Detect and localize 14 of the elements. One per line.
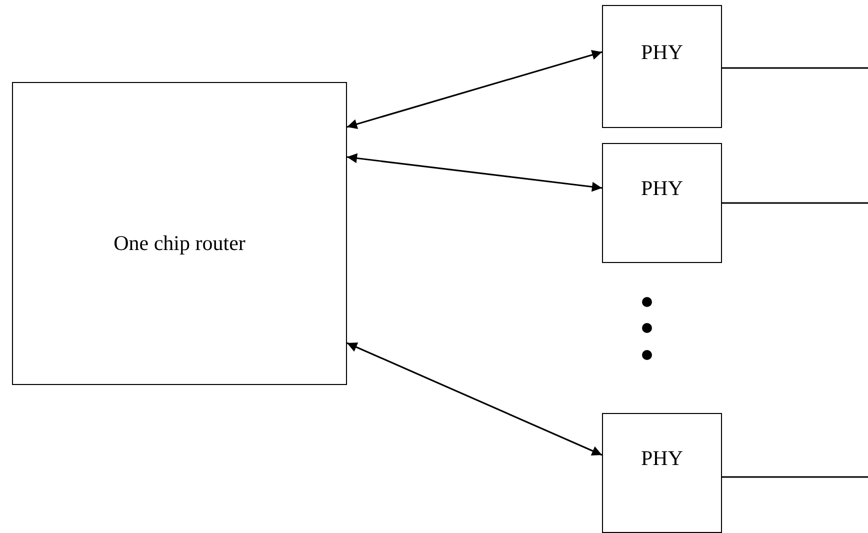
- node-label: PHY: [640, 40, 683, 64]
- double-arrow: [346, 153, 602, 192]
- phy-box: [602, 413, 722, 533]
- phy-box: [602, 5, 722, 128]
- node-label: PHY: [640, 176, 683, 200]
- router-box: [12, 82, 347, 385]
- node-label: One chip router: [114, 231, 246, 255]
- double-arrow: [346, 50, 602, 129]
- phy-box: [602, 143, 722, 263]
- line: [722, 67, 868, 69]
- line: [722, 476, 868, 478]
- double-arrow: [346, 342, 602, 456]
- line: [722, 202, 868, 204]
- node-label: PHY: [640, 446, 683, 470]
